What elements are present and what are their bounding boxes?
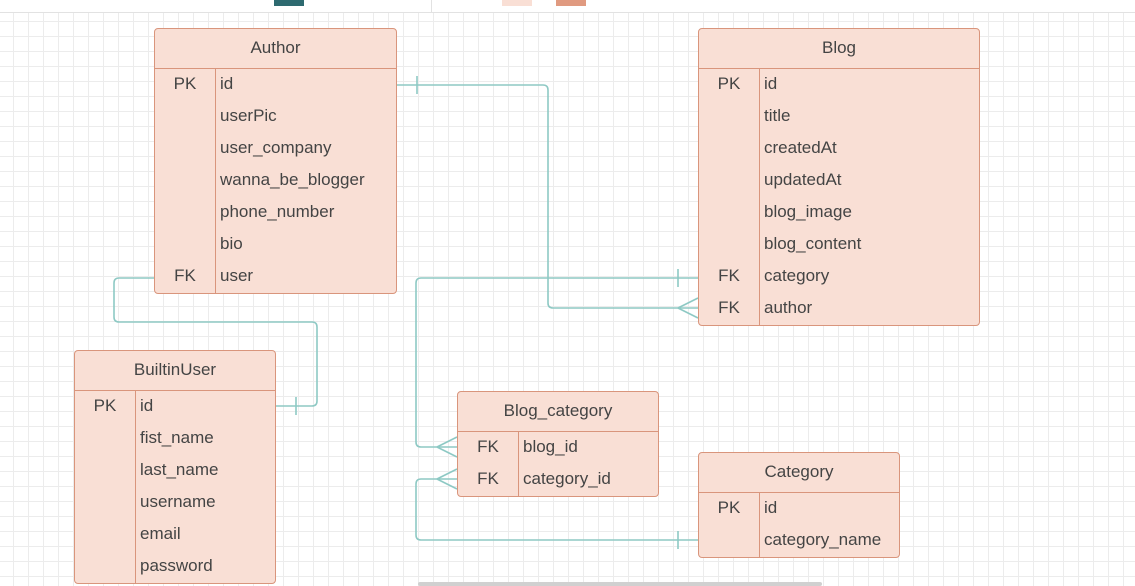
swatch-light-salmon[interactable]: [502, 0, 532, 6]
field-name: author: [764, 298, 813, 317]
field-row[interactable]: fist_name: [75, 423, 275, 455]
field-row[interactable]: blog_content: [699, 229, 979, 261]
toolbar-strip: [0, 0, 1135, 13]
field-key: FK: [477, 469, 499, 488]
field-key: PK: [717, 498, 741, 517]
field-name: userPic: [220, 106, 277, 125]
entity-title: BuiltinUser: [75, 351, 275, 391]
horizontal-scrollbar[interactable]: [418, 582, 822, 586]
field-row[interactable]: PK id: [75, 391, 275, 423]
field-row[interactable]: PK id: [155, 69, 396, 101]
swatch-dark-teal[interactable]: [274, 0, 304, 6]
field-name: password: [140, 556, 213, 575]
entity-title: Category: [699, 453, 899, 493]
field-row[interactable]: blog_image: [699, 197, 979, 229]
field-key: FK: [174, 266, 196, 285]
field-row[interactable]: userPic: [155, 101, 396, 133]
field-row[interactable]: title: [699, 101, 979, 133]
field-name: email: [140, 524, 181, 543]
field-row[interactable]: createdAt: [699, 133, 979, 165]
field-name: blog_id: [523, 437, 578, 456]
toolbar-separator: [431, 0, 432, 12]
field-row[interactable]: category_name: [699, 525, 899, 557]
field-name: id: [764, 498, 778, 517]
field-row[interactable]: updatedAt: [699, 165, 979, 197]
field-row[interactable]: PK id: [699, 493, 899, 525]
many-marker-blogcategory-blogid: [436, 436, 458, 458]
field-name: blog_image: [764, 202, 852, 221]
field-row[interactable]: FK category: [699, 261, 979, 293]
field-name: username: [140, 492, 216, 511]
field-name: fist_name: [140, 428, 214, 447]
entity-blog[interactable]: Blog PK id title createdAt updatedAt blog_ima…: [698, 28, 980, 326]
field-row[interactable]: FK category_id: [458, 464, 658, 496]
field-row[interactable]: email: [75, 519, 275, 551]
key-column-divider: [458, 432, 519, 496]
field-name: user: [220, 266, 254, 285]
field-key: FK: [718, 298, 740, 317]
field-row[interactable]: password: [75, 551, 275, 583]
field-row[interactable]: last_name: [75, 455, 275, 487]
field-key: PK: [173, 74, 197, 93]
entity-fields: PK id category_name: [699, 493, 899, 557]
field-name: createdAt: [764, 138, 837, 157]
many-marker-blogcategory-categoryid: [436, 468, 458, 490]
field-row[interactable]: FK blog_id: [458, 432, 658, 464]
field-row[interactable]: FK author: [699, 293, 979, 325]
field-name: updatedAt: [764, 170, 842, 189]
field-key: PK: [717, 74, 741, 93]
field-name: category_id: [523, 469, 611, 488]
key-column-divider: [699, 69, 760, 325]
field-row[interactable]: PK id: [699, 69, 979, 101]
field-key: PK: [93, 396, 117, 415]
field-name: category: [764, 266, 830, 285]
field-row[interactable]: bio: [155, 229, 396, 261]
entity-title: Author: [155, 29, 396, 69]
key-column-divider: [75, 391, 136, 583]
entity-fields: PK id fist_name last_name username email passw…: [75, 391, 275, 583]
field-name: bio: [220, 234, 243, 253]
field-name: title: [764, 106, 791, 125]
connector-author-id-to-blog-author: [397, 84, 698, 309]
entity-title: Blog_category: [458, 392, 658, 432]
field-row[interactable]: FK user: [155, 261, 396, 293]
key-column-divider: [699, 493, 760, 557]
entity-title: Blog: [699, 29, 979, 69]
field-name: phone_number: [220, 202, 335, 221]
entity-author[interactable]: Author PK id userPic user_company wanna_be_b…: [154, 28, 397, 294]
field-row[interactable]: wanna_be_blogger: [155, 165, 396, 197]
field-key: FK: [718, 266, 740, 285]
field-name: user_company: [220, 138, 332, 157]
field-row[interactable]: username: [75, 487, 275, 519]
key-column-divider: [155, 69, 216, 293]
field-name: last_name: [140, 460, 219, 479]
field-row[interactable]: phone_number: [155, 197, 396, 229]
field-row[interactable]: user_company: [155, 133, 396, 165]
many-marker-blog-author: [677, 297, 699, 319]
field-name: id: [764, 74, 778, 93]
field-name: id: [220, 74, 234, 93]
entity-category[interactable]: Category PK id category_name: [698, 452, 900, 558]
field-name: wanna_be_blogger: [220, 170, 365, 189]
field-name: category_name: [764, 530, 882, 549]
field-key: FK: [477, 437, 499, 456]
field-name: id: [140, 396, 154, 415]
swatch-salmon[interactable]: [556, 0, 586, 6]
field-name: blog_content: [764, 234, 862, 253]
